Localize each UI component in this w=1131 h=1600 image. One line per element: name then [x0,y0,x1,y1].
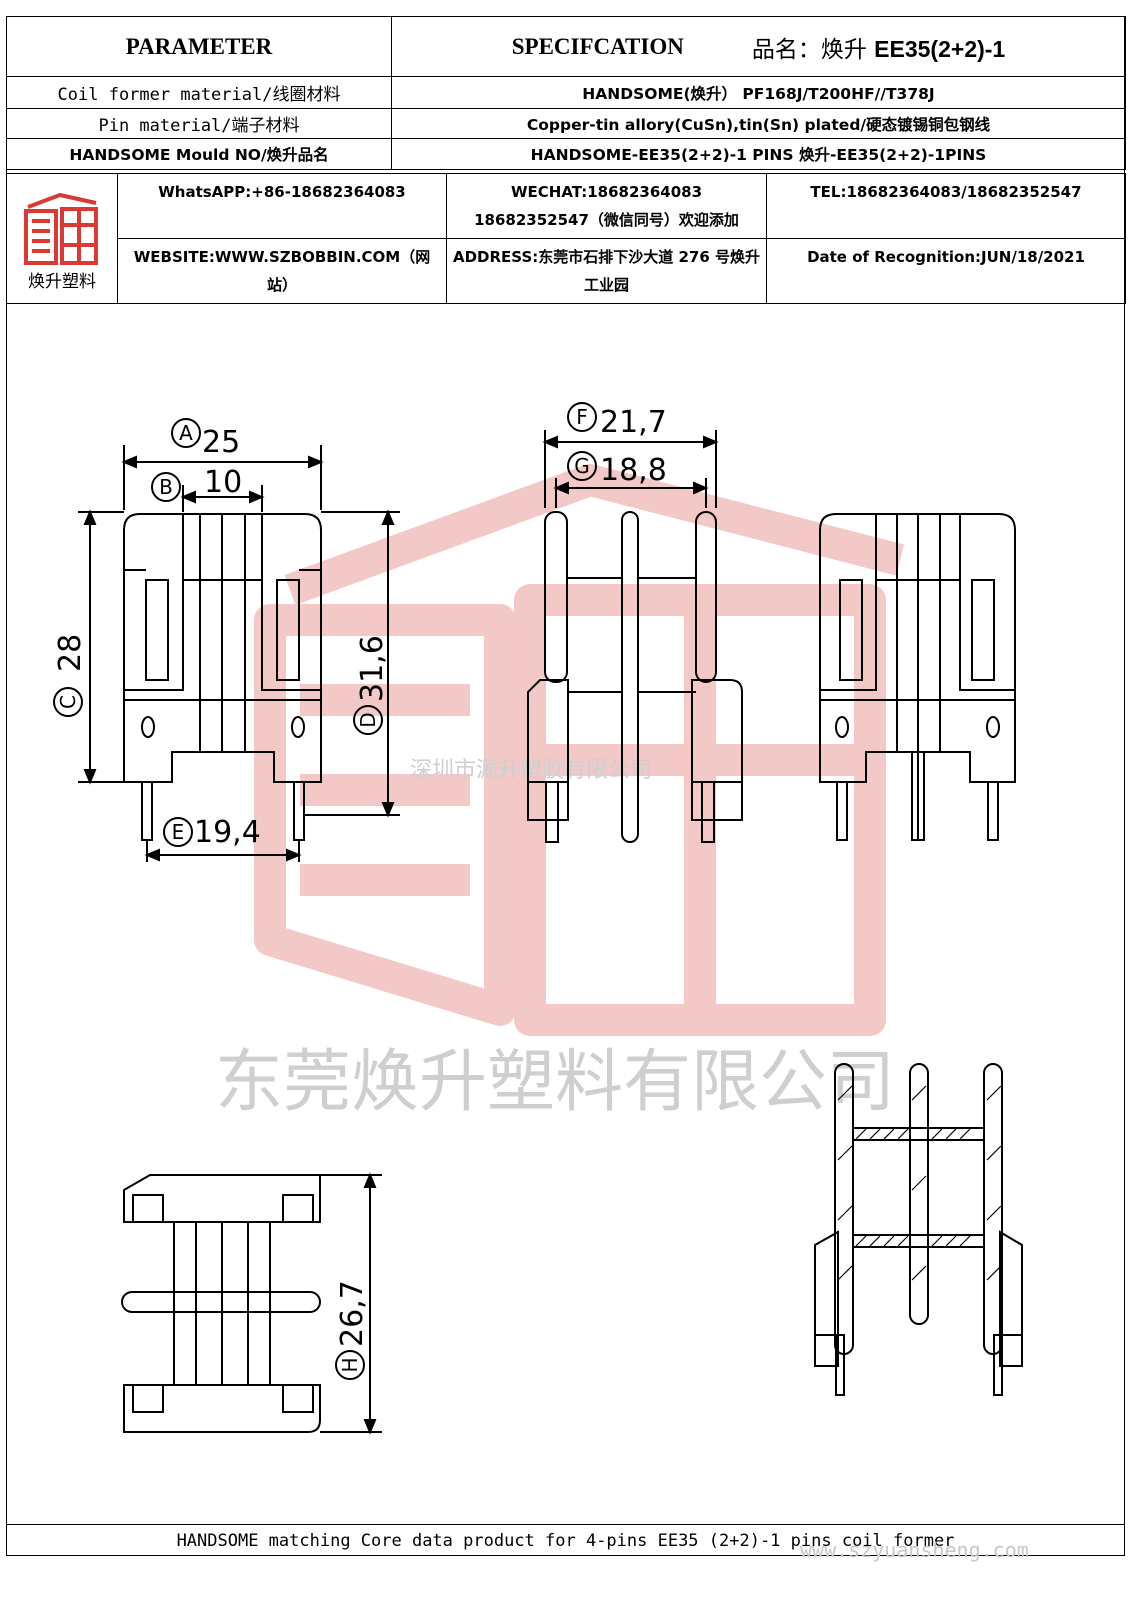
spec-table: PARAMETER SPECIFCATION 品名：焕升 EE35(2+2)-1… [6,16,1126,170]
telephone: TEL:18682364083/18682352547 [766,173,1126,239]
pin-material-label: Pin material/端子材料 [6,108,392,139]
contact-table: 焕升塑料 WhatsAPP:+86-18682364083 WECHAT:186… [6,173,1126,304]
website: WEBSITE:WWW.SZBOBBIN.COM（网站） [117,238,447,304]
company-logo-icon [24,192,98,265]
address: ADDRESS:东莞市石排下沙大道 276 号焕升工业园 [446,238,767,304]
product-name: 品名：焕升 EE35(2+2)-1 [751,35,1006,63]
logo-text: 焕升塑料 [28,271,96,292]
parameter-header: PARAMETER [6,16,392,77]
specification-header: SPECIFCATION [511,33,684,59]
watermark-url: www.szyuansheng.com [800,1538,1029,1562]
whatsapp: WhatsAPP:+86-18682364083 [117,173,447,239]
pin-material-value: Copper-tin allory(CuSn),tin(Sn) plated/硬… [391,108,1126,139]
logo-cell: 焕升塑料 [6,173,118,304]
recognition-date: Date of Recognition:JUN/18/2021 [766,238,1126,304]
coil-material-value: HANDSOME(焕升） PF168J/T200HF//T378J [391,76,1126,109]
footer-note: HANDSOME matching Core data product for … [6,1524,1125,1556]
mould-no-label: HANDSOME Mould NO/焕升品名 [6,138,392,170]
coil-material-label: Coil former material/线圈材料 [6,76,392,109]
specification-header-cell: SPECIFCATION 品名：焕升 EE35(2+2)-1 [391,16,1126,77]
mould-no-value: HANDSOME-EE35(2+2)-1 PINS 焕升-EE35(2+2)-1… [391,138,1126,170]
